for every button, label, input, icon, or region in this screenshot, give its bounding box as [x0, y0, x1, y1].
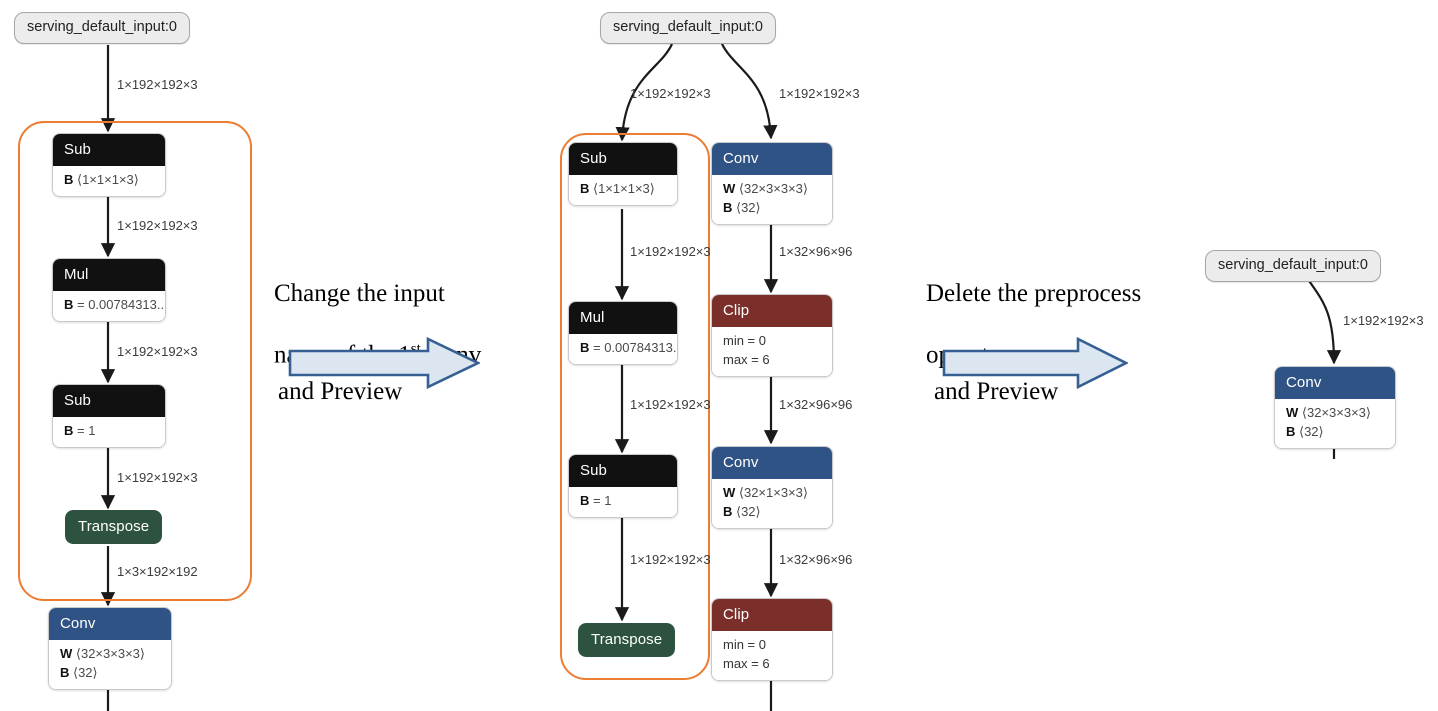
- op-body: W ⟨32×3×3×3⟩ B ⟨32⟩: [712, 175, 832, 224]
- op-attr-row: B ⟨32⟩: [723, 503, 761, 519]
- input-node-left[interactable]: serving_default_input:0: [14, 12, 190, 44]
- edge-label: 1×192×192×3: [117, 218, 198, 233]
- annotation-line-2-sup: st: [410, 340, 421, 357]
- op-node-sub[interactable]: Sub B ⟨1×1×1×3⟩: [52, 133, 166, 197]
- op-node-transpose[interactable]: Transpose: [578, 623, 676, 657]
- op-attr-row: B ⟨32⟩: [60, 664, 98, 680]
- op-attr-row: W ⟨32×3×3×3⟩: [60, 646, 145, 661]
- op-header: Sub: [569, 143, 677, 175]
- op-attr-row: max = 6: [723, 351, 770, 367]
- edge-label: 1×192×192×3: [117, 77, 198, 92]
- block-arrow-right-icon: [288, 337, 480, 389]
- op-attr-row: B ⟨1×1×1×3⟩: [64, 172, 139, 187]
- op-body: min = 0 max = 6: [712, 631, 832, 680]
- annotation-line-1: Delete the preprocess: [926, 279, 1142, 307]
- edge-label: 1×192×192×3: [630, 244, 711, 259]
- op-node-sub[interactable]: Sub B ⟨1×1×1×3⟩: [568, 142, 678, 206]
- op-header: Conv: [712, 143, 832, 175]
- op-header: Conv: [1275, 367, 1395, 399]
- block-arrow-right-icon: [942, 337, 1128, 389]
- op-node-conv[interactable]: Conv W ⟨32×3×3×3⟩ B ⟨32⟩: [48, 607, 172, 690]
- op-header: Conv: [49, 608, 171, 640]
- edge-label: 1×192×192×3: [117, 470, 198, 485]
- op-node-mul[interactable]: Mul B = 0.00784313...: [568, 301, 678, 365]
- op-node-conv[interactable]: Conv W ⟨32×3×3×3⟩ B ⟨32⟩: [711, 142, 833, 225]
- edge-label: 1×192×192×3: [630, 86, 711, 101]
- op-body: W ⟨32×3×3×3⟩ B ⟨32⟩: [49, 640, 171, 689]
- edge-label: 1×192×192×3: [117, 344, 198, 359]
- op-body: min = 0 max = 6: [712, 327, 832, 376]
- op-body: W ⟨32×3×3×3⟩ B ⟨32⟩: [1275, 399, 1395, 448]
- op-node-mul[interactable]: Mul B = 0.00784313...: [52, 258, 166, 322]
- op-body: W ⟨32×1×3×3⟩ B ⟨32⟩: [712, 479, 832, 528]
- op-attr-row: W ⟨32×3×3×3⟩: [723, 181, 808, 196]
- op-node-sub[interactable]: Sub B = 1: [52, 384, 166, 448]
- op-node-clip[interactable]: Clip min = 0 max = 6: [711, 294, 833, 377]
- op-body: B = 1: [53, 417, 165, 447]
- edge-label: 1×192×192×3: [1343, 313, 1424, 328]
- op-attr-row: max = 6: [723, 655, 770, 671]
- edge-label: 1×192×192×3: [630, 552, 711, 567]
- input-node-right[interactable]: serving_default_input:0: [1205, 250, 1381, 282]
- annotation-line-1: Change the input: [274, 279, 445, 307]
- op-node-transpose[interactable]: Transpose: [65, 510, 163, 544]
- group-box-preprocess-middle: [560, 133, 710, 680]
- op-attr-row: W ⟨32×1×3×3⟩: [723, 485, 808, 500]
- op-attr-row: B = 0.00784313...: [580, 340, 678, 355]
- op-attr-row: min = 0: [723, 333, 766, 348]
- edge-label: 1×192×192×3: [779, 86, 860, 101]
- op-header: Transpose: [578, 623, 676, 657]
- op-attr-row: W ⟨32×3×3×3⟩: [1286, 405, 1371, 420]
- op-header: Sub: [53, 385, 165, 417]
- edge-label: 1×32×96×96: [779, 552, 853, 567]
- op-node-conv[interactable]: Conv W ⟨32×3×3×3⟩ B ⟨32⟩: [1274, 366, 1396, 449]
- edge-label: 1×32×96×96: [779, 244, 853, 259]
- op-header: Mul: [569, 302, 677, 334]
- op-header: Clip: [712, 295, 832, 327]
- op-attr-row: B = 1: [64, 423, 96, 438]
- op-header: Clip: [712, 599, 832, 631]
- annotation-subtext: and Preview: [934, 378, 1059, 405]
- edge-label: 1×32×96×96: [779, 397, 853, 412]
- op-attr-row: B = 1: [580, 493, 612, 508]
- op-attr-row: B ⟨32⟩: [723, 199, 761, 215]
- op-body: B ⟨1×1×1×3⟩: [53, 166, 165, 196]
- op-header: Conv: [712, 447, 832, 479]
- op-attr-row: min = 0: [723, 637, 766, 652]
- op-node-clip[interactable]: Clip min = 0 max = 6: [711, 598, 833, 681]
- op-body: B = 0.00784313...: [569, 334, 677, 364]
- annotation-subtext: and Preview: [278, 378, 403, 405]
- op-body: B ⟨1×1×1×3⟩: [569, 175, 677, 205]
- input-node-middle[interactable]: serving_default_input:0: [600, 12, 776, 44]
- edge-label: 1×192×192×3: [630, 397, 711, 412]
- group-box-preprocess-left: [18, 121, 252, 601]
- edge-label: 1×3×192×192: [117, 564, 198, 579]
- op-body: B = 1: [569, 487, 677, 517]
- op-node-conv[interactable]: Conv W ⟨32×1×3×3⟩ B ⟨32⟩: [711, 446, 833, 529]
- op-header: Transpose: [65, 510, 163, 544]
- op-body: B = 0.00784313...: [53, 291, 165, 321]
- op-attr-row: B = 0.00784313...: [64, 297, 166, 312]
- op-node-sub[interactable]: Sub B = 1: [568, 454, 678, 518]
- op-attr-row: B ⟨1×1×1×3⟩: [580, 181, 655, 196]
- op-header: Sub: [569, 455, 677, 487]
- op-header: Sub: [53, 134, 165, 166]
- op-header: Mul: [53, 259, 165, 291]
- op-attr-row: B ⟨32⟩: [1286, 423, 1324, 439]
